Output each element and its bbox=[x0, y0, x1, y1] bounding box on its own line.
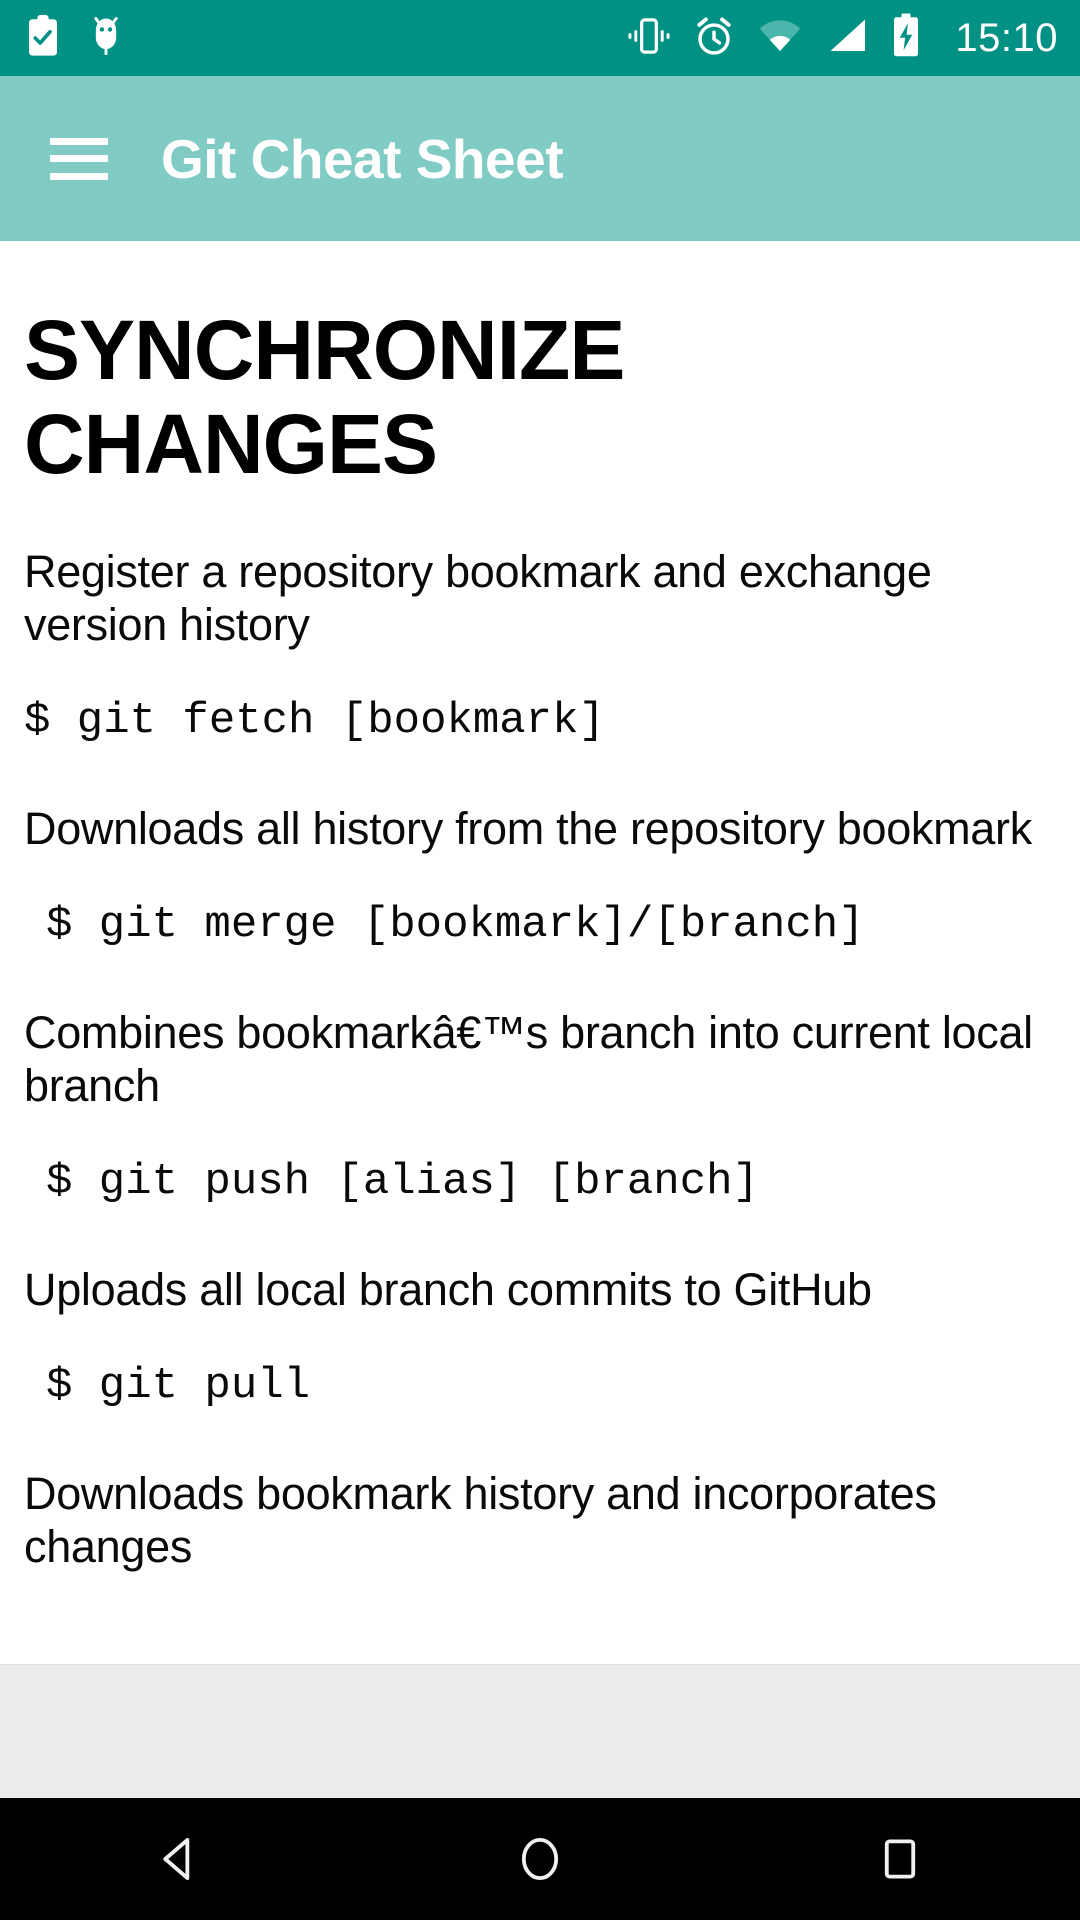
hamburger-bar-3 bbox=[50, 172, 108, 180]
hamburger-menu-icon[interactable] bbox=[50, 137, 108, 180]
description-text: Downloads all history from the repositor… bbox=[24, 803, 1032, 855]
system-navigation-bar bbox=[0, 1798, 1080, 1920]
wifi-icon bbox=[757, 18, 803, 59]
description-text: Combines bookmarkâ€™s branch into curren… bbox=[24, 1007, 1033, 1112]
hamburger-bar-1 bbox=[50, 137, 108, 145]
description-text: Downloads bookmark history and incorpora… bbox=[24, 1467, 937, 1572]
android-debug-icon bbox=[90, 14, 122, 63]
description-text: Register a repository bookmark and excha… bbox=[24, 546, 932, 651]
nav-recents-button[interactable] bbox=[810, 1798, 990, 1920]
status-bar-system-icons: 15:10 bbox=[627, 13, 1058, 64]
footer-spacer bbox=[0, 1664, 1080, 1798]
clipboard-check-icon bbox=[26, 14, 60, 62]
status-bar-clock: 15:10 bbox=[955, 15, 1058, 60]
vibrate-icon bbox=[627, 16, 671, 61]
status-bar-notification-icons bbox=[26, 14, 122, 63]
description-text: Uploads all local branch commits to GitH… bbox=[24, 1264, 872, 1316]
command-line: $ git fetch [bookmark] bbox=[24, 696, 605, 747]
status-bar: 15:10 bbox=[0, 0, 1080, 76]
command-line: $ git push [alias] [branch] bbox=[46, 1157, 759, 1208]
command-line: $ git pull bbox=[46, 1361, 311, 1412]
cell-signal-icon bbox=[825, 18, 869, 59]
alarm-clock-icon bbox=[693, 15, 735, 62]
battery-charging-icon bbox=[891, 13, 921, 64]
nav-back-button[interactable] bbox=[90, 1798, 270, 1920]
command-line: $ git merge [bookmark]/[branch] bbox=[46, 900, 865, 951]
page-title: SYNCHRONIZE CHANGES bbox=[24, 303, 625, 492]
app-bar-title: Git Cheat Sheet bbox=[161, 127, 564, 190]
content-area[interactable]: SYNCHRONIZE CHANGES Register a repositor… bbox=[0, 241, 1080, 1664]
nav-home-button[interactable] bbox=[450, 1798, 630, 1920]
app-bar: Git Cheat Sheet bbox=[0, 76, 1080, 241]
hamburger-bar-2 bbox=[50, 155, 108, 162]
